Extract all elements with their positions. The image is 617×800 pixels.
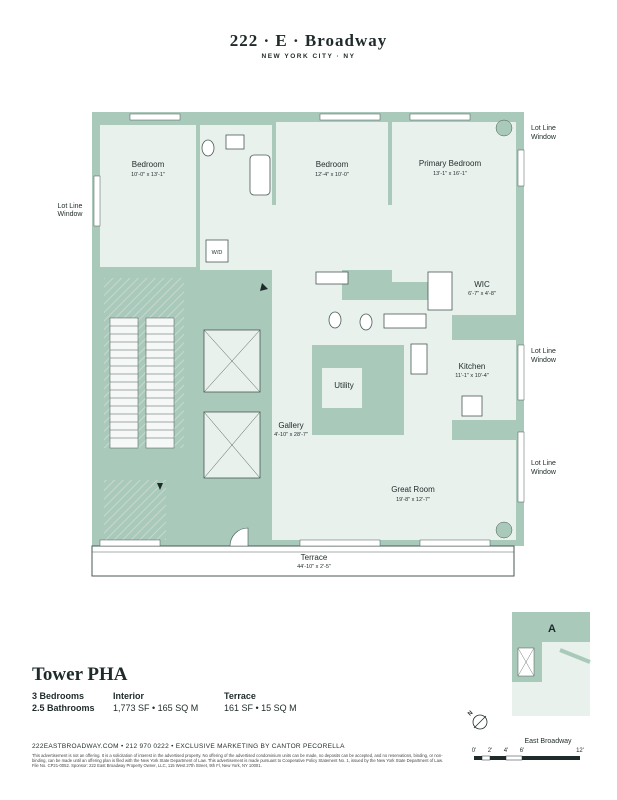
north-arrow-icon: N [467,710,488,730]
utility-label: Utility [334,381,354,390]
brand-subtitle: NEW YORK CITY · NY [261,53,356,60]
bathtub-icon [249,154,271,196]
toilet-icon [201,139,215,157]
kitchen-dims: 11'-1" x 10'-4" [455,373,488,379]
wd-label: W/D [212,250,223,256]
footer-disclaimer: This advertisement is not an offering. I… [32,753,443,769]
hall-floor [200,205,392,270]
primary-bedroom-label: Primary Bedroom [419,159,482,168]
shower-icon [427,271,453,311]
interior-label: Interior [113,691,145,701]
terrace-area: Terrace 161 SF • 15 SQ M [224,690,297,714]
gallery-label: Gallery [278,421,303,430]
unit-rooms: 3 Bedrooms 2.5 Bathrooms [32,690,95,714]
toilet-icon-3 [359,313,373,331]
window-label-rl: Lot Line [531,460,556,467]
windows [93,113,525,547]
interior-area: Interior 1,773 SF • 165 SQ M [113,690,198,714]
svg-text:12': 12' [576,748,584,754]
stair-treads [109,317,175,449]
washer-dryer-icon [205,239,229,263]
scale-bar: 0' 2' 4' 6' 12' [472,748,584,761]
bedrooms-count: 3 Bedrooms [32,691,85,701]
kitchen-label: Kitchen [459,362,486,371]
window-label-rt-2: Window [531,134,557,141]
range-icon [410,343,428,375]
toilet-icon-2 [328,311,342,329]
footer-contact: 222EASTBROADWAY.COM • 212 970 0222 • EXC… [32,743,345,750]
primary-bedroom-dims: 13'-1" x 16'-1" [433,171,467,177]
sink-icon [225,134,245,150]
fixtures [201,134,483,417]
wic-dims: 6'-7" x 4'-8" [468,291,496,297]
gallery-dims: 4'-10" x 28'-7" [274,432,308,438]
window-label-rt: Lot Line [531,125,556,132]
bathrooms-count: 2.5 Bathrooms [32,703,95,713]
bedroom-2-label: Bedroom [316,160,349,169]
interior-value: 1,773 SF • 165 SQ M [113,703,199,713]
door-swing [229,527,249,547]
window-label-left: Lot Line [58,203,83,210]
bedroom-1-label: Bedroom [132,160,165,169]
window-label-rl-2: Window [531,469,557,476]
svg-text:4': 4' [504,748,508,754]
wic-label: WIC [474,280,490,289]
vanity-icon [383,313,427,329]
wic-floor [452,270,516,315]
brand-title: 222 · E · Broadway [229,31,388,50]
window-label-rm: Lot Line [531,348,556,355]
svg-text:0': 0' [472,748,476,754]
great-room-floor [300,440,516,540]
lower-stair [104,480,166,540]
terrace-label: Terrace [301,553,328,562]
bedroom-1-floor [100,125,196,267]
terrace-dims: 44'-10" x 2'-5" [297,564,331,570]
counter-icon [315,271,349,285]
window-label-rm-2: Window [531,357,557,364]
terrace-label-spec: Terrace [224,691,256,701]
terrace-outline [91,545,515,577]
key-plan-street: East Broadway [524,738,572,745]
svg-text:2': 2' [488,748,492,754]
svg-text:N: N [467,710,474,717]
unit-name: Tower PHA [32,664,128,685]
island-icon [461,395,483,417]
terrace-value: 161 SF • 15 SQ M [224,703,297,713]
great-room-dims: 19'-8" x 12'-7" [396,497,430,503]
great-room-label: Great Room [391,485,435,494]
primary-bedroom-floor [392,122,516,282]
window-label-left-2: Window [58,211,84,218]
utility-room [322,368,362,408]
key-plan-marker: A [548,623,556,635]
svg-text:6': 6' [520,748,524,754]
bedroom-1-dims: 10'-0" x 13'-1" [131,172,165,178]
bedroom-2-dims: 12'-4" x 10'-0" [315,172,349,178]
key-plan: A East Broadway [512,612,591,745]
